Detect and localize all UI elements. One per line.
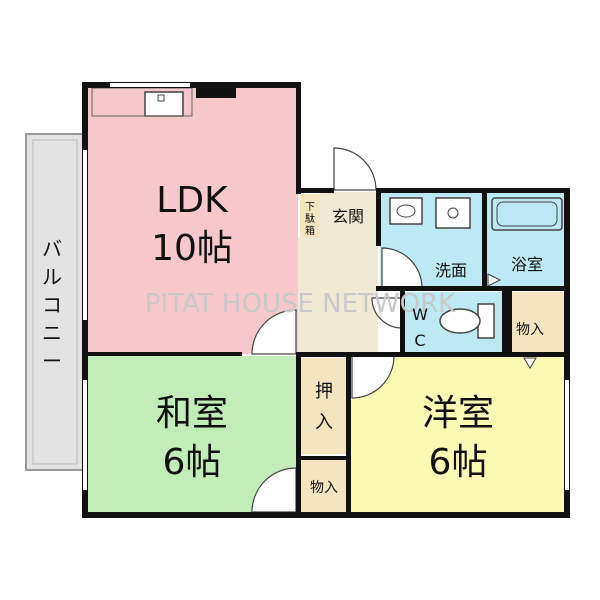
washer-drain [447, 207, 459, 219]
mono-closet-wc [512, 292, 566, 354]
ldk-door-swing [251, 309, 297, 355]
front-door-swing [333, 147, 377, 191]
washitsu-name: 和室 [156, 393, 228, 434]
toilet-bowl [439, 308, 481, 334]
genkan-label: 玄関 [332, 207, 364, 226]
ldk-room [86, 86, 298, 354]
duct-block [196, 86, 236, 98]
oshiire-closet [300, 358, 348, 454]
kitchen-window [110, 83, 190, 87]
youshitsu-size: 6帖 [429, 442, 488, 483]
kitchen-sink [144, 91, 184, 117]
mono-wc-char-2: 入 [530, 322, 544, 338]
balcony-char-1: バ [42, 237, 62, 261]
balcony [25, 133, 85, 471]
wc-char-w: W [412, 305, 428, 324]
oshiire-char-2: 入 [315, 412, 333, 433]
getabako-char-1: 下 [305, 202, 315, 213]
mono-closet-small [300, 460, 348, 512]
balcony-char-5: ー [42, 349, 62, 373]
balcony-char-3: コ [42, 293, 62, 317]
balcony-char-4: ニ [42, 321, 62, 345]
washitsu-door-swing [251, 467, 297, 513]
ldk-size: 10帖 [151, 228, 233, 269]
getabako-char-3: 箱 [305, 224, 315, 237]
wc-char-c: C [414, 331, 425, 350]
youshitsu-window [565, 380, 569, 490]
washitsu-size: 6帖 [163, 442, 222, 483]
ldk-name: LDK [156, 180, 229, 221]
getabako-cabinet [300, 194, 320, 238]
closet-door-arrow [523, 357, 537, 369]
getabako-char-2: 駄 [305, 212, 315, 225]
bathtub-inner [496, 201, 558, 227]
kitchen-tap [157, 94, 165, 102]
youshitsu-room [350, 356, 566, 514]
washer-pan [435, 197, 471, 229]
mono-small-label: 物入 [310, 480, 338, 496]
entry-hall [298, 238, 378, 354]
mono-wc-char-1: 物 [516, 322, 530, 338]
senmen-label: 洗面 [435, 261, 467, 280]
balcony-char-2: ル [42, 265, 62, 289]
youshitsu-name: 洋室 [422, 393, 494, 434]
genkan-area [320, 192, 378, 238]
bath-door-arrow [487, 273, 502, 287]
washitsu-window [83, 380, 87, 490]
watermark: PITAT HOUSE NETWORK [145, 289, 456, 319]
washbasin [389, 197, 423, 225]
oshiire-char-1: 押 [315, 381, 333, 402]
ldk-window [83, 150, 87, 320]
yokushitsu-label: 浴室 [511, 255, 543, 274]
balcony-inner-edge [32, 139, 78, 465]
washbasin-bowl [396, 204, 416, 218]
